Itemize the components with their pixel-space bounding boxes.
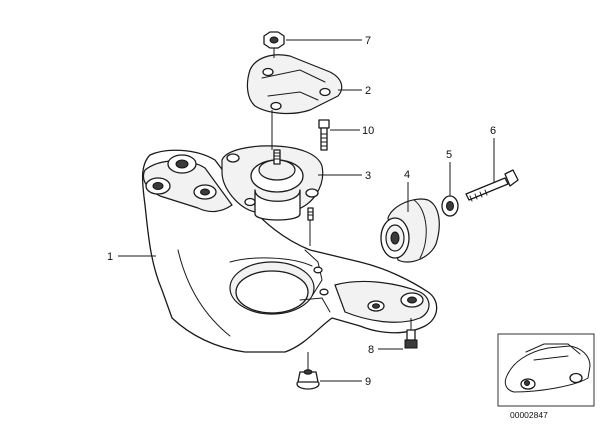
callout-1: 1 [107,251,113,263]
callout-3: 3 [365,170,371,182]
part-1-subframe-bracket [141,149,438,353]
leader-lines [118,39,495,382]
part-2-mounting-plate [246,54,343,115]
document-number: 00002847 [510,410,548,420]
part-4-bushing [380,198,440,263]
callout-10: 10 [362,125,374,137]
car-location-thumbnail-icon [497,333,595,407]
part-6-long-bolt [465,169,519,202]
callout-2: 2 [365,85,371,97]
part-7-nut [263,31,285,49]
part-5-washer [441,195,459,217]
callout-4: 4 [404,169,410,181]
part-3-rubber-mount [221,145,324,221]
part-10-bolt [318,119,330,151]
part-9-flange-nut [296,369,320,390]
part-8-small-bolt [404,329,418,349]
callout-9: 9 [365,376,371,388]
callout-labels: 7 2 10 3 4 5 6 1 8 9 [107,35,496,388]
callout-6: 6 [490,125,496,137]
callout-7: 7 [365,35,371,47]
callout-5: 5 [446,149,452,161]
callout-8: 8 [368,344,374,356]
